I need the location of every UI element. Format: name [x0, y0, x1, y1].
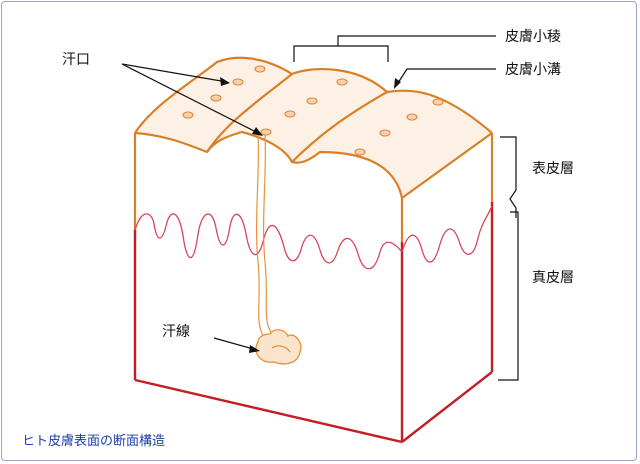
pore: [284, 110, 296, 118]
sweat-duct: [255, 133, 273, 338]
pore: [306, 97, 318, 105]
pore: [182, 111, 194, 119]
arrowheads: [220, 77, 401, 353]
sweat-gland: [255, 329, 302, 365]
dermis-outline: [133, 202, 494, 444]
pore: [336, 78, 348, 86]
pore: [432, 98, 444, 106]
annotation-lines: [121, 35, 519, 381]
skin-surface-ridges: [135, 57, 492, 198]
pore: [232, 78, 244, 86]
pore: [260, 128, 272, 136]
diagram-caption: ヒト皮膚表面の断面構造: [22, 434, 166, 449]
pore: [210, 94, 222, 102]
pore: [254, 65, 266, 73]
label-dermis: 真皮層: [532, 270, 574, 286]
epidermis-outline: [133, 56, 494, 242]
label-skin-ridge: 皮膚小稜: [505, 29, 561, 45]
pore: [379, 129, 391, 137]
label-sweat-pore: 汗口: [62, 52, 90, 68]
label-skin-furrow: 皮膚小溝: [505, 62, 561, 78]
pore: [406, 113, 418, 121]
label-sweat-gland: 汗線: [162, 324, 190, 340]
pore: [354, 148, 366, 156]
sweat-pores: [182, 65, 444, 156]
label-epidermis: 表皮層: [532, 161, 574, 177]
dermal-papillae: [134, 205, 493, 270]
